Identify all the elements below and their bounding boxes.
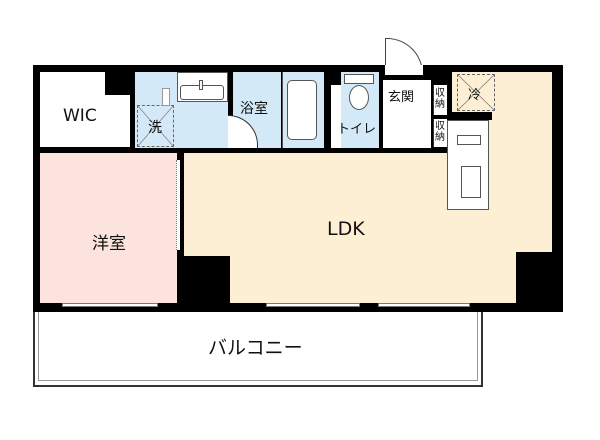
- washing-machine-cross-icon: [137, 105, 174, 147]
- balcony-inner-line: [38, 305, 478, 381]
- wic-label: WIC: [63, 106, 97, 126]
- balcony-label: バルコニー: [208, 337, 303, 359]
- storage-1-label: 収納: [435, 88, 445, 110]
- bathtub: [287, 80, 317, 140]
- kitchen-sink-icon: [461, 166, 481, 198]
- toilet: [341, 72, 379, 148]
- storage-2-label: 収納: [435, 121, 445, 143]
- faucet-icon: [199, 80, 203, 90]
- entrance-opening: [385, 65, 423, 75]
- stove-icon: [457, 135, 481, 145]
- bathroom-label: 浴室: [240, 101, 268, 117]
- washroom-door-frame: [162, 88, 170, 106]
- toilet-label: トイレ: [337, 122, 377, 137]
- washroom-label: 洗: [148, 120, 162, 136]
- washing-machine-space: [137, 105, 174, 147]
- entrance-door-leaf: [385, 38, 386, 74]
- western-room-door: [176, 160, 180, 250]
- entrance-label: 玄関: [388, 90, 415, 105]
- ldk-column-right: [516, 252, 563, 312]
- entrance: [383, 80, 431, 148]
- ldk-window-left: [266, 303, 360, 307]
- refrigerator-label: 冷: [468, 88, 482, 103]
- kitchen-wall: [447, 112, 492, 120]
- ldk-label: LDK: [327, 218, 365, 240]
- toilet-bowl-icon: [349, 85, 369, 110]
- western-room-label: 洋室: [92, 234, 126, 254]
- storage-2: [433, 119, 447, 147]
- ldk-window-right: [378, 303, 470, 307]
- toilet-tank: [344, 74, 374, 84]
- ldk-right: [516, 72, 552, 252]
- ldk-column-left: [184, 256, 230, 304]
- toilet-side: [331, 85, 341, 148]
- western-room-window: [62, 303, 158, 307]
- refrigerator-cross-icon: [457, 74, 495, 111]
- refrigerator-space: [457, 74, 495, 111]
- western-room: [40, 153, 177, 303]
- wic-lower: [40, 97, 130, 147]
- storage-1: [433, 85, 447, 115]
